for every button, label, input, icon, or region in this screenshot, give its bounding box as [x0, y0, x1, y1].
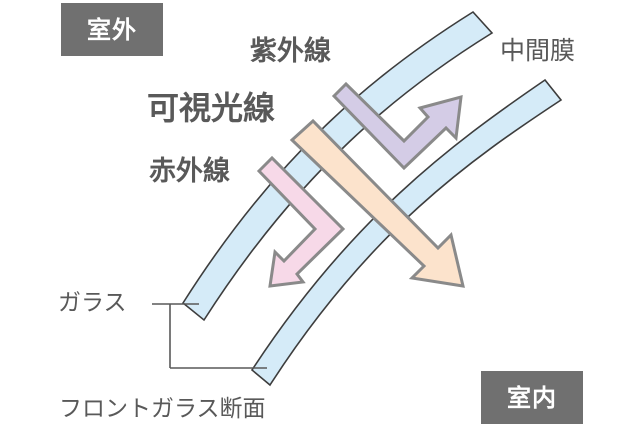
outdoor-tag: 室外	[61, 3, 163, 56]
cross-section-label: フロントガラス断面	[59, 396, 266, 422]
uv-label: 紫外線	[250, 36, 331, 67]
outdoor-tag-label: 室外	[87, 15, 137, 44]
glass-leader-lines	[152, 303, 267, 369]
infrared-arrow	[256, 155, 346, 288]
glass-label: ガラス	[58, 290, 127, 316]
inner-glass-pane	[250, 78, 563, 387]
visible-light-label: 可視光線	[147, 89, 276, 127]
interlayer-label: 中間膜	[500, 36, 576, 65]
visible-light-arrow	[289, 118, 465, 288]
uv-arrow	[331, 81, 463, 171]
indoor-tag: 室内	[481, 371, 583, 424]
infrared-label: 赤外線	[149, 156, 230, 187]
indoor-tag-label: 室内	[507, 383, 557, 412]
outer-glass-pane	[181, 10, 494, 322]
